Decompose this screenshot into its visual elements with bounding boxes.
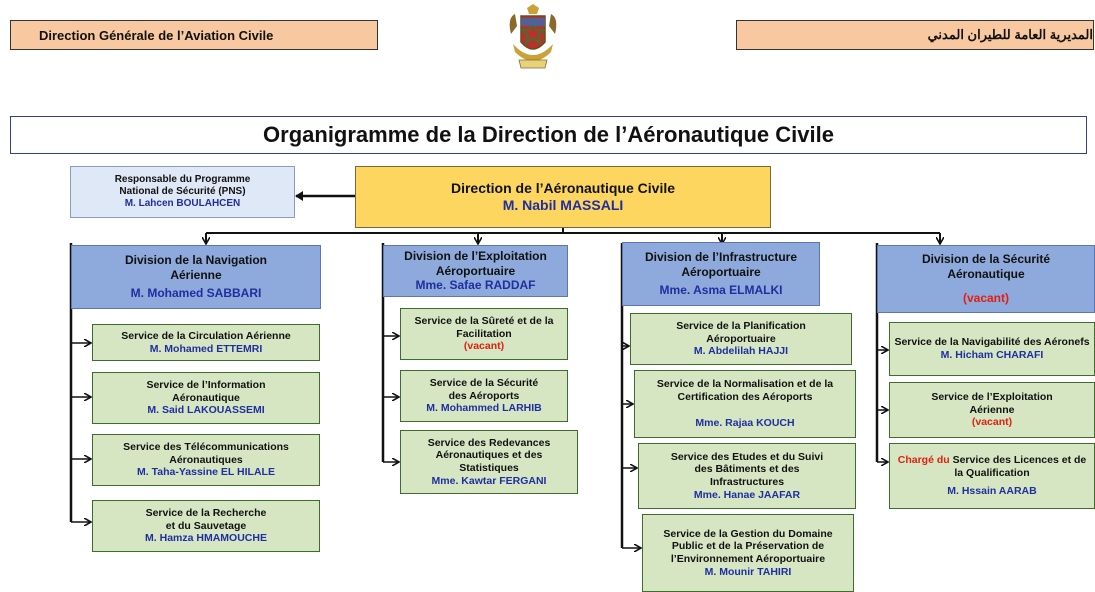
division-title: Division de l’Infrastructure Aéroportuai… xyxy=(644,250,798,279)
service-box: Service de la Recherche et du Sauvetage … xyxy=(92,500,320,552)
service-box: Service de la Navigabilité des Aéronefs … xyxy=(889,322,1095,376)
service-head-name: (vacant) xyxy=(463,340,505,353)
service-title: Service de la Sûreté et de la Facilitati… xyxy=(414,315,554,340)
direction-to-divisions-connector xyxy=(206,228,940,243)
service-head-name: M. Hamza HMAMOUCHE xyxy=(145,532,267,545)
service-head-name: Mme. Hanae JAAFAR xyxy=(693,488,801,501)
service-title: Service des Télécommunications Aéronauti… xyxy=(123,441,289,466)
division-head-name: (vacant) xyxy=(962,291,1009,306)
service-box: Service de la Sûreté et de la Facilitati… xyxy=(400,308,568,360)
division-navigation: Division de la Navigation Aérienne M. Mo… xyxy=(71,245,321,309)
service-head-name: M. Abdelilah HAJJI xyxy=(693,345,789,358)
service-title: Service des Redevances Aéronautiques et … xyxy=(427,436,551,474)
service-head-name: M. Mohamed ETTEMRI xyxy=(149,342,263,355)
service-head-name: M. Taha-Yassine EL HILALE xyxy=(137,466,275,479)
service-box: Service de la Sécurité des Aéroports M. … xyxy=(400,370,568,422)
service-title: Service des Etudes et du Suivi des Bâtim… xyxy=(670,450,824,488)
page-title: Organigramme de la Direction de l’Aérona… xyxy=(10,116,1087,154)
service-title: Service de la Recherche et du Sauvetage xyxy=(145,507,267,532)
service-box: Service de la Planification Aéroportuair… xyxy=(630,313,852,365)
service-box: Service de l’Information Aéronautique M.… xyxy=(92,372,320,424)
pns-box: Responsable du Programme National de Séc… xyxy=(70,166,295,218)
service-title-line: Chargé du Service des Licences et de la … xyxy=(892,454,1092,479)
division-title: Division de l’Exploitation Aéroportuaire xyxy=(404,249,547,278)
pns-title: Responsable du Programme National de Séc… xyxy=(114,174,251,197)
header-right-label: المديرية العامة للطيران المدني xyxy=(736,20,1094,50)
service-box: Service des Etudes et du Suivi des Bâtim… xyxy=(638,443,856,509)
service-box: Service de la Circulation Aérienne M. Mo… xyxy=(92,324,320,361)
direction-name: M. Nabil MASSALI xyxy=(502,197,624,213)
service-head-name: M. Hicham CHARAFI xyxy=(940,349,1044,361)
service-box: Chargé du Service des Licences et de la … xyxy=(889,443,1095,509)
service-title: Service des Licences et de la Qualificat… xyxy=(952,454,1087,479)
service-title: Service de la Normalisation et de la Cer… xyxy=(656,378,834,403)
service-title: Service de la Circulation Aérienne xyxy=(121,329,291,342)
service-title: Service de la Gestion du Domaine Public … xyxy=(663,527,833,565)
service-box: Service des Télécommunications Aéronauti… xyxy=(92,434,320,486)
division-infrastructure: Division de l’Infrastructure Aéroportuai… xyxy=(622,242,820,306)
service-box: Service de la Gestion du Domaine Public … xyxy=(642,514,854,592)
service-head-name: Mme. Kawtar FERGANI xyxy=(431,474,547,487)
service-box: Service de l’Exploitation Aérienne (vaca… xyxy=(889,382,1095,438)
service-title: Service de la Sécurité des Aéroports xyxy=(429,377,539,402)
service-title: Service de l’Exploitation Aérienne xyxy=(931,391,1053,416)
service-box: Service des Redevances Aéronautiques et … xyxy=(400,430,578,494)
division-exploitation: Division de l’Exploitation Aéroportuaire… xyxy=(383,245,568,297)
division-head-name: M. Mohamed SABBARI xyxy=(130,286,262,301)
service-title: Service de la Planification Aéroportuair… xyxy=(676,320,806,345)
coat-of-arms-emblem xyxy=(509,4,557,69)
division-securite: Division de la Sécurité Aéronautique (va… xyxy=(877,245,1095,313)
direction-box: Direction de l’Aéronautique Civile M. Na… xyxy=(355,166,771,228)
division-title: Division de la Sécurité Aéronautique xyxy=(921,252,1051,281)
service-head-name: M. Mohammed LARHIB xyxy=(426,402,542,415)
division-head-name: Mme. Safae RADDAF xyxy=(415,278,536,293)
pns-name: M. Lahcen BOULAHCEN xyxy=(124,198,241,209)
service-head-name: Mme. Rajaa KOUCH xyxy=(695,417,795,430)
service-title: Service de l’Information Aéronautique xyxy=(146,379,266,404)
direction-title: Direction de l’Aéronautique Civile xyxy=(450,180,676,197)
service-head-name: M. Said LAKOUASSEMI xyxy=(147,404,265,417)
service-head-name: M. Mounir TAHIRI xyxy=(704,565,792,578)
charge-du-prefix: Chargé du xyxy=(897,454,950,467)
service-box: Service de la Normalisation et de la Cer… xyxy=(634,370,856,438)
division-title: Division de la Navigation Aérienne xyxy=(124,253,268,282)
division-head-name: Mme. Asma ELMALKI xyxy=(659,283,783,298)
header-left-label: Direction Générale de l’Aviation Civile xyxy=(10,20,378,50)
service-title: Service de la Navigabilité des Aéronefs xyxy=(894,336,1090,349)
service-head-name: (vacant) xyxy=(971,416,1013,429)
service-head-name: M. Hssain AARAB xyxy=(947,485,1037,498)
